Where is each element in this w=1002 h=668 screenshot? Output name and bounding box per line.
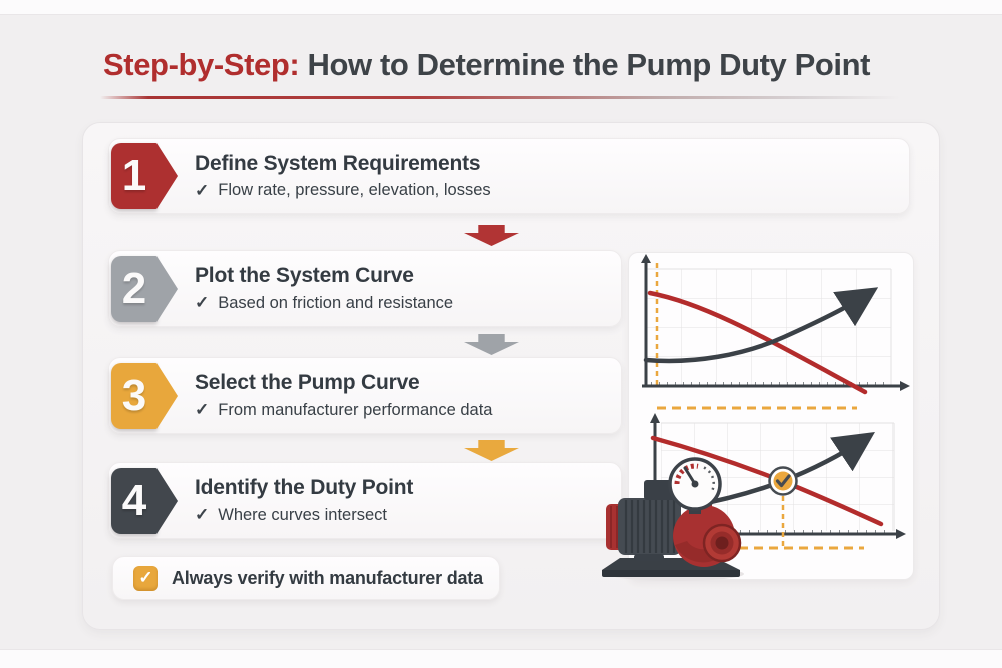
volute-casing [673, 488, 742, 567]
bottom-margin-strip [0, 649, 1002, 668]
step-number-badge: 2 [111, 255, 178, 322]
x-axis-arrow [900, 381, 910, 391]
step-title: Identify the Duty Point [195, 476, 414, 499]
step-title: Define System Requirements [195, 151, 481, 175]
checkbox-icon: ✓ [133, 565, 158, 591]
step-number-badge: 4 [111, 467, 178, 534]
check-icon [775, 474, 791, 488]
step-title: Select the Pump Curve [195, 371, 420, 394]
verify-note: ✓ Always verify with manufacturer data [112, 556, 500, 600]
title-underline [100, 96, 900, 99]
page-title-highlight: Step-by-Step: [103, 47, 300, 82]
duty-point-marker [768, 466, 798, 496]
step-subtitle: ✓ From manufacturer performance data [195, 400, 621, 420]
step-subtitle: ✓ Where curves intersect [195, 505, 621, 525]
step-subtitle-text: Where curves intersect [218, 505, 387, 524]
pressure-gauge-icon [668, 457, 722, 514]
verify-note-label: Always verify with manufacturer data [172, 567, 483, 588]
x-axis-arrow [896, 529, 906, 539]
check-icon: ✓ [195, 400, 210, 419]
pump-illustration [598, 446, 758, 591]
page-title-rest: How to Determine the Pump Duty Point [299, 47, 871, 82]
gauge-hub [691, 480, 699, 488]
y-axis-arrow [650, 413, 660, 423]
step-subtitle: ✓ Based on friction and resistance [195, 293, 621, 313]
motor-body [606, 480, 681, 561]
step-number-badge: 1 [111, 143, 178, 209]
gauge-gray-scale [703, 466, 715, 491]
step-subtitle-text: Based on friction and resistance [218, 293, 454, 312]
page-title: Step-by-Step: How to Determine the Pump … [103, 47, 870, 83]
pump-curve [647, 290, 868, 395]
step-subtitle-text: Flow rate, pressure, elevation, losses [218, 181, 491, 199]
step-card-4: 4 Identify the Duty Point ✓ Where curves… [108, 462, 622, 539]
step-card-3: 3 Select the Pump Curve ✓ From manufactu… [108, 357, 622, 434]
check-icon: ✓ [195, 293, 210, 312]
system-curve-chart [641, 254, 910, 395]
check-icon: ✓ [195, 505, 210, 524]
step-subtitle: ✓ Flow rate, pressure, elevation, losses [195, 181, 909, 201]
chart-grid [646, 269, 891, 386]
step-title: Plot the System Curve [195, 264, 414, 287]
y-axis-arrow [641, 254, 651, 263]
step-subtitle-text: From manufacturer performance data [218, 400, 493, 419]
step-card-1: 1 Define System Requirements ✓ Flow rate… [108, 138, 910, 214]
check-icon: ✓ [195, 180, 210, 200]
top-margin-strip [0, 0, 1002, 15]
system-curve [643, 287, 879, 364]
step-number-badge: 3 [111, 362, 178, 429]
step-card-2: 2 Plot the System Curve ✓ Based on frict… [108, 250, 622, 327]
